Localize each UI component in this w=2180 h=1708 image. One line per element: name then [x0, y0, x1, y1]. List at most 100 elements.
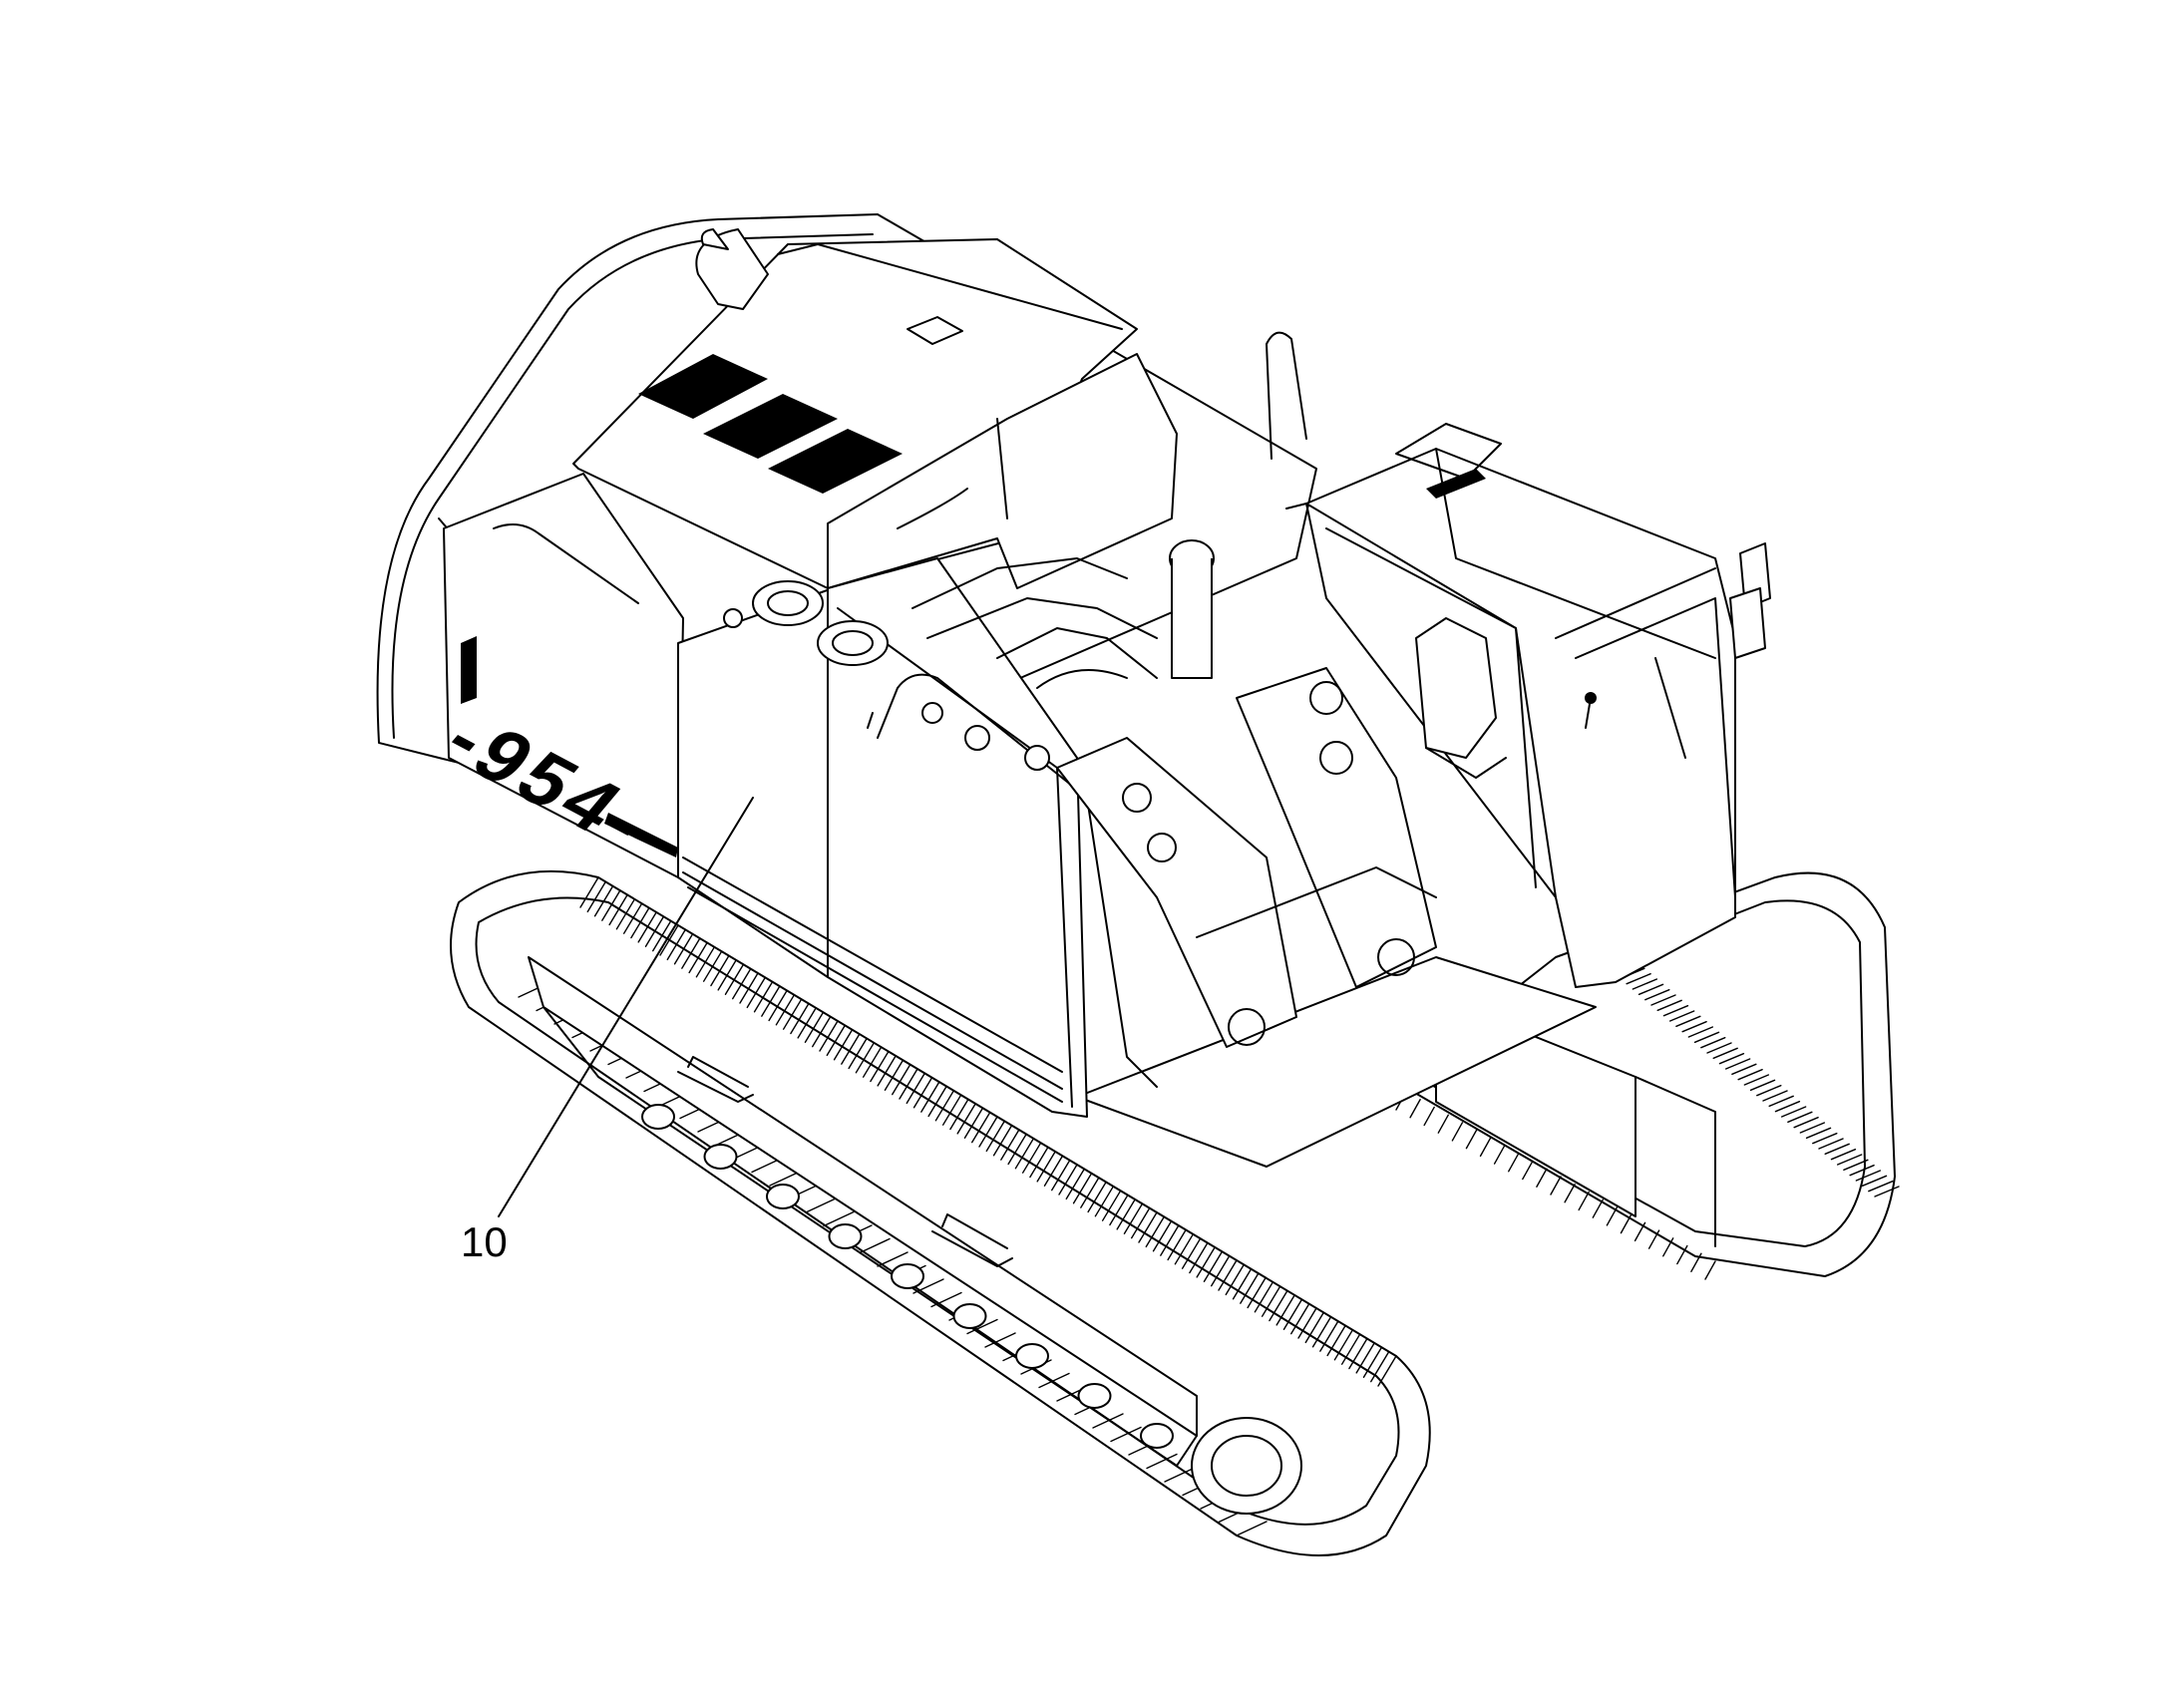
- track-shoe-line: [920, 1081, 940, 1113]
- track-shoe-line: [782, 998, 803, 1030]
- track-shoe-line: [1749, 1079, 1776, 1092]
- track-shoe-line: [775, 994, 796, 1026]
- track-shoe-line: [1855, 1170, 1882, 1182]
- track-shoe-line: [848, 1037, 868, 1070]
- track-shoe-line: [1737, 1068, 1763, 1081]
- track-shoe-line: [1793, 1116, 1819, 1129]
- track-shoe-line: [1824, 1143, 1850, 1156]
- track-shoe-line: [934, 1090, 955, 1122]
- track-shoe-line: [1731, 1063, 1757, 1076]
- track-shoe-line: [1687, 1026, 1714, 1038]
- track-shoe-line: [1706, 1042, 1732, 1054]
- track-shoe-line: [579, 876, 599, 908]
- track-shoe-line: [971, 1111, 991, 1144]
- track-shoe-line: [1348, 1337, 1368, 1370]
- grille-vents: [638, 354, 903, 494]
- track-cleat-line: [984, 1332, 1016, 1348]
- track-shoe-line: [761, 985, 781, 1017]
- track-roller: [1077, 1383, 1112, 1409]
- track-roller: [703, 1144, 738, 1170]
- track-cleat-line: [1592, 1198, 1604, 1218]
- track-shoe-line: [1036, 1151, 1056, 1183]
- track-shoe-line: [1174, 1233, 1195, 1265]
- track-roller: [828, 1223, 863, 1249]
- track-cleat-line: [1437, 1114, 1449, 1134]
- track-shoe-line: [659, 924, 679, 956]
- track-shoe-line: [1123, 1202, 1144, 1234]
- track-shoe-line: [630, 906, 650, 939]
- track-shoe-line: [833, 1029, 854, 1061]
- track-shoe-line: [1196, 1246, 1216, 1278]
- track-shoe-line: [1218, 1259, 1238, 1291]
- track-shoe-line: [1254, 1281, 1274, 1313]
- track-cleat-line: [1451, 1122, 1464, 1142]
- track-shoe-line: [985, 1120, 1005, 1153]
- track-shoe-line: [702, 950, 723, 982]
- track-shoe-line: [1762, 1090, 1788, 1102]
- track-shoe-line: [1304, 1311, 1324, 1344]
- track-shoe-line: [1662, 1004, 1689, 1017]
- track-shoe-line: [992, 1125, 1013, 1157]
- track-shoe-line: [941, 1094, 962, 1126]
- track-shoe-line: [1849, 1164, 1875, 1177]
- track-shoe-line: [1087, 1181, 1107, 1213]
- track-shoe-line: [652, 919, 672, 952]
- track-shoe-line: [753, 981, 774, 1013]
- operator-cab: [1266, 331, 1771, 988]
- track-shoe-line: [1065, 1168, 1085, 1200]
- track-shoe-line: [1058, 1164, 1078, 1196]
- track-shoe-line: [1131, 1206, 1151, 1239]
- track-shoe-line: [1247, 1276, 1267, 1309]
- track-shoe-line: [862, 1046, 883, 1078]
- track-shoe-line: [1116, 1198, 1136, 1230]
- track-shoe-line: [877, 1055, 897, 1087]
- track-shoe-line: [608, 893, 628, 926]
- track-shoe-line: [1326, 1324, 1346, 1357]
- track-cleat-line: [769, 1171, 801, 1187]
- track-shoe-line: [1021, 1142, 1042, 1174]
- track-cleat-line: [1550, 1176, 1562, 1196]
- track-cleat-line: [1676, 1244, 1688, 1265]
- track-shoe-line: [681, 937, 701, 969]
- track-shoe-line: [695, 946, 716, 978]
- track-shoe-line: [1051, 1159, 1071, 1192]
- track-shoe-line: [717, 959, 737, 991]
- track-shoe-line: [1355, 1342, 1375, 1374]
- track-cleat-line: [1508, 1153, 1520, 1173]
- track-shoe-line: [622, 902, 643, 934]
- track-shoe-line: [1109, 1194, 1129, 1226]
- track-shoe-line: [1362, 1346, 1383, 1378]
- track-shoe-line: [790, 1002, 810, 1035]
- track-shoe-line: [884, 1059, 905, 1091]
- track-roller: [891, 1263, 924, 1289]
- track-shoe-line: [1768, 1095, 1794, 1108]
- track-shoe-line: [1780, 1106, 1807, 1118]
- track-shoe-line: [812, 1015, 832, 1048]
- track-shoe-line: [586, 880, 606, 913]
- track-cleat-line: [1038, 1372, 1070, 1389]
- track-shoe-line: [1787, 1111, 1813, 1124]
- track-cleat-line: [1690, 1252, 1702, 1272]
- track-cleat-line: [1110, 1426, 1142, 1443]
- track-shoe-line: [1668, 1010, 1695, 1022]
- track-shoe-line: [1160, 1224, 1180, 1256]
- leader-line: [498, 797, 754, 1217]
- track-shoe-line: [906, 1072, 925, 1105]
- callout-label: 10: [461, 1218, 508, 1265]
- track-shoe-line: [1094, 1186, 1115, 1217]
- track-shoe-line: [1333, 1329, 1354, 1361]
- track-shoe-line: [1681, 1020, 1707, 1033]
- track-shoe-line: [1632, 978, 1658, 990]
- track-shoe-line: [1868, 1180, 1894, 1193]
- track-shoe-line: [1080, 1177, 1100, 1208]
- track-shoe-line: [1138, 1211, 1158, 1243]
- track-shoe-line: [1836, 1154, 1863, 1166]
- track-shoe-line: [1637, 983, 1664, 996]
- track-shoe-line: [768, 989, 788, 1022]
- track-roller: [1140, 1423, 1174, 1449]
- track-cleat-line: [1409, 1099, 1421, 1119]
- track-cleat-line: [1536, 1168, 1548, 1188]
- track-shoe-line: [1311, 1316, 1332, 1348]
- track-cleat-line: [877, 1251, 908, 1267]
- track-shoe-line: [855, 1042, 876, 1074]
